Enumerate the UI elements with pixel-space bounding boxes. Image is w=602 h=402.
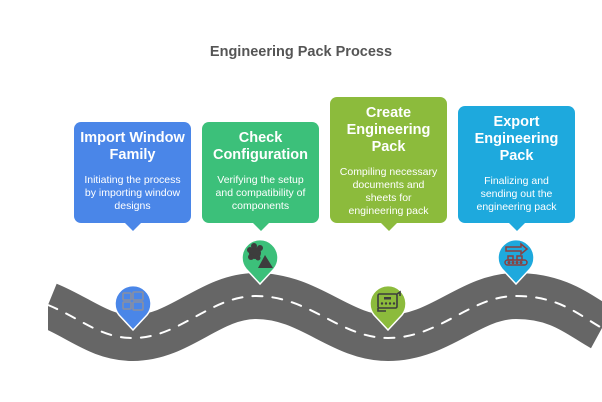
title-line: Engineering xyxy=(474,131,559,147)
pin-check-configuration xyxy=(241,239,279,285)
title-line: Check xyxy=(238,130,283,146)
desc-line: Initiating the process xyxy=(84,174,181,186)
title-line: Import Window xyxy=(80,130,185,146)
windows-icon xyxy=(122,291,144,311)
step-description: Verifying the setup and compatibility of… xyxy=(207,174,314,213)
pin-create-engineering-pack xyxy=(369,285,407,331)
title-line: Family xyxy=(109,147,156,163)
step-card-export-engineering-pack: Export Engineering Pack Finalizing and s… xyxy=(458,106,575,231)
title-line: Configuration xyxy=(212,147,309,163)
desc-line: and compatibility of xyxy=(215,187,306,199)
desc-line: Finalizing and xyxy=(484,175,549,187)
step-title: Import Window Family xyxy=(79,130,186,164)
desc-line: components xyxy=(231,200,290,212)
title-line: Pack xyxy=(371,139,406,155)
desc-line: sheets for xyxy=(365,192,412,204)
step-title: Create Engineering Pack xyxy=(335,105,442,156)
desc-line: engineering pack xyxy=(348,205,429,217)
conveyor-export-icon xyxy=(504,242,529,266)
title-line: Pack xyxy=(499,148,534,164)
desc-line: Compiling necessary xyxy=(339,166,438,178)
step-card-create-engineering-pack: Create Engineering Pack Compiling necess… xyxy=(330,97,447,231)
desc-line: engineering pack xyxy=(476,201,557,213)
step-description: Finalizing and sending out the engineeri… xyxy=(463,175,570,214)
pin-import-window-family xyxy=(114,285,152,331)
desc-line: documents and xyxy=(352,179,425,191)
desc-line: by importing window xyxy=(84,187,181,199)
title-line: Create xyxy=(365,105,412,121)
step-card-check-configuration: Check Configuration Verifying the setup … xyxy=(202,122,319,231)
title-line: Engineering xyxy=(346,122,431,138)
shapes-icon xyxy=(247,243,273,268)
title-line: Export xyxy=(493,114,540,130)
step-description: Initiating the process by importing wind… xyxy=(79,174,186,213)
desc-line: Verifying the setup xyxy=(217,174,304,186)
diagram-title: Engineering Pack Process xyxy=(209,44,393,60)
step-description: Compiling necessary documents and sheets… xyxy=(335,166,442,218)
desc-line: designs xyxy=(114,200,151,212)
step-title: Check Configuration xyxy=(207,130,314,164)
road-center-line xyxy=(47,294,602,340)
desc-line: sending out the xyxy=(480,188,553,200)
step-card-import-window-family: Import Window Family Initiating the proc… xyxy=(74,122,191,231)
document-scroll-icon xyxy=(377,290,401,312)
pin-export-engineering-pack xyxy=(497,239,535,285)
step-title: Export Engineering Pack xyxy=(463,114,570,165)
